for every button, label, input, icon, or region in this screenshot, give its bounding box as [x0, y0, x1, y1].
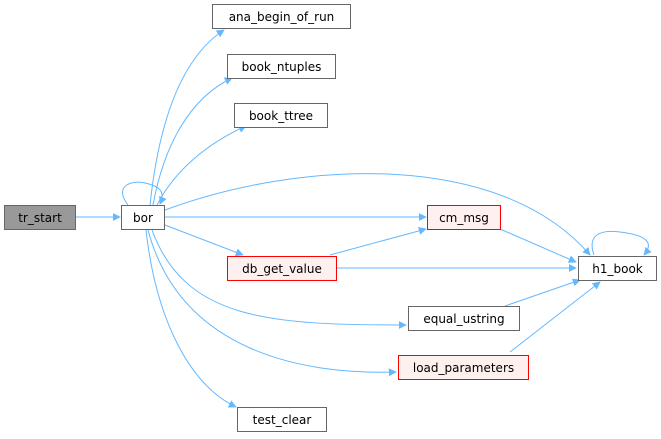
node-cm_msg[interactable]: cm_msg [427, 205, 501, 230]
edge-bor-db_get_value [164, 224, 244, 257]
edge-h1_book-h1_book [591, 230, 652, 256]
edge-bor-load_parameters [147, 229, 397, 377]
edge-bor-equal_ustring [151, 229, 407, 329]
node-bor[interactable]: bor [121, 205, 165, 230]
edge-bor-test_clear [145, 229, 237, 408]
edge-cm_msg-h1_book [499, 228, 577, 263]
node-equal_ustring[interactable]: equal_ustring [408, 306, 520, 331]
edge-bor-book_ttree [156, 125, 247, 206]
node-test_clear[interactable]: test_clear [237, 407, 327, 432]
edge-bor-bor [122, 181, 167, 206]
edge-bor-ana_begin_of_run [149, 29, 225, 206]
node-tr_start[interactable]: tr_start [4, 205, 76, 230]
node-load_parameters[interactable]: load_parameters [398, 355, 529, 380]
node-db_get_value[interactable]: db_get_value [227, 256, 337, 281]
edge-db_get_value-cm_msg [329, 227, 427, 256]
node-h1_book[interactable]: h1_book [578, 256, 657, 281]
edge-bor-book_ntuples [152, 77, 233, 206]
edge-bor-h1_book [164, 173, 591, 256]
node-book_ntuples[interactable]: book_ntuples [227, 54, 336, 79]
node-ana_begin_of_run[interactable]: ana_begin_of_run [212, 4, 351, 29]
edge-load_parameters-h1_book [509, 281, 601, 353]
node-book_ttree[interactable]: book_ttree [234, 103, 328, 128]
edge-equal_ustring-h1_book [504, 278, 581, 307]
